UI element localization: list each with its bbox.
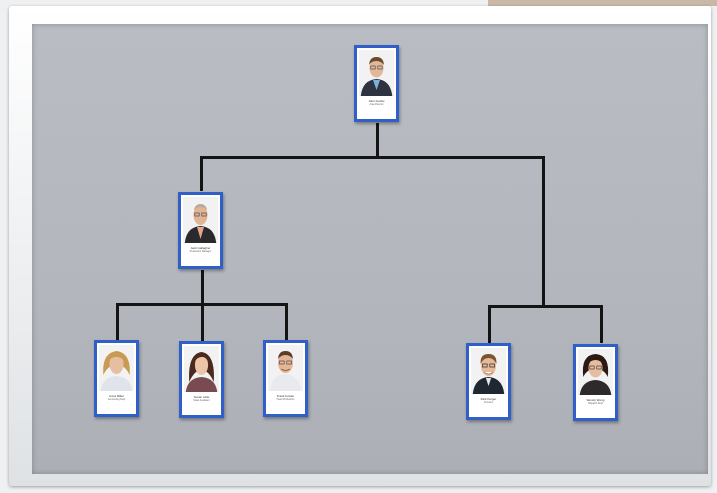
org-card: Rick Kerger Services (466, 343, 511, 420)
org-card: Jack Gallagher Production Manager (178, 192, 223, 269)
whiteboard-frame: John Fowler Area Director Jack Gallagher… (9, 6, 711, 486)
connector-line (376, 123, 379, 158)
connector-line (600, 305, 603, 343)
person-role: Sales Assistant (193, 399, 210, 402)
connector-line (116, 303, 119, 341)
connector-line (285, 303, 288, 341)
org-card: Susan Little Sales Assistant (179, 341, 224, 418)
person-role: Services (483, 401, 494, 404)
person-photo (99, 345, 134, 391)
org-card: John Fowler Area Director (354, 45, 399, 122)
connector-line (542, 156, 545, 307)
person-role: Accounting Dept (107, 398, 126, 401)
person-photo (471, 348, 506, 394)
person-name: Wendy Wong (586, 398, 605, 402)
background-photo-edge (488, 0, 717, 6)
person-name: Jack Gallagher (190, 246, 211, 250)
connector-line (201, 270, 204, 306)
connector-line (488, 305, 603, 308)
person-role: Production Manager (189, 250, 212, 253)
person-photo (578, 349, 613, 395)
person-photo (183, 197, 218, 243)
org-card: Wendy Wong Dispatch Dept (573, 344, 618, 421)
person-photo (359, 50, 394, 96)
person-photo (268, 345, 303, 391)
connector-line (200, 156, 203, 191)
person-name: Susan Little (193, 395, 210, 399)
person-name: Anna Miller (108, 394, 124, 398)
org-card: Frank Fowler Head Production (263, 340, 308, 417)
person-role: Area Director (369, 103, 384, 106)
person-name: John Fowler (368, 99, 385, 103)
org-card: Anna Miller Accounting Dept (94, 340, 139, 417)
person-role: Head Production (276, 398, 295, 401)
connector-line (488, 305, 491, 343)
person-name: Rick Kerger (480, 397, 497, 401)
person-name: Frank Fowler (276, 394, 295, 398)
connector-line (201, 303, 204, 341)
connector-line (200, 156, 545, 159)
whiteboard-surface: John Fowler Area Director Jack Gallagher… (32, 24, 708, 474)
person-photo (184, 346, 219, 392)
person-role: Dispatch Dept (587, 402, 603, 405)
